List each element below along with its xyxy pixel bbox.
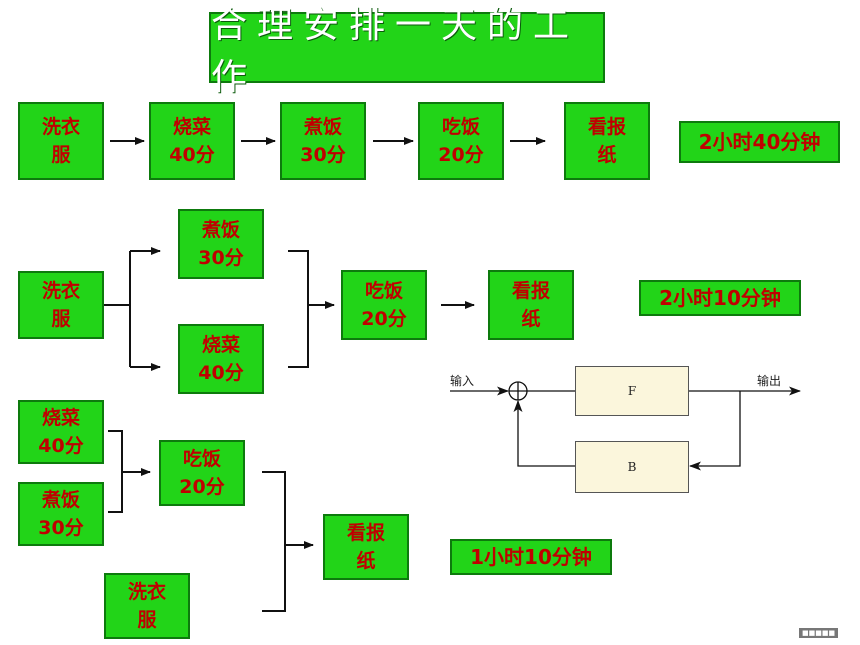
row2-split-bracket	[104, 251, 131, 367]
row3-total-time: 1小时10分钟	[450, 539, 612, 575]
row1-task-cook-rice: 煮饭 30分	[280, 102, 366, 180]
row1-total-time: 2小时40分钟	[679, 121, 840, 163]
row2-task-wash-clothes: 洗衣 服	[18, 271, 104, 339]
watermark-logo: ■■■■■	[799, 628, 839, 638]
row2-task-eat: 吃饭 20分	[341, 270, 427, 340]
row1-task-read-paper: 看报 纸	[564, 102, 650, 180]
fb-input-label: 输入	[450, 374, 475, 388]
fb-return-path	[517, 413, 575, 467]
row3-task-cook-rice: 煮饭 30分	[18, 482, 104, 546]
row3-task-read-paper: 看报 纸	[323, 514, 409, 580]
row2-join-bracket	[288, 250, 309, 368]
row2-task-cook-dish: 烧菜 40分	[178, 324, 264, 394]
row3-task-cook-dish: 烧菜 40分	[18, 400, 104, 464]
row1-task-eat: 吃饭 20分	[418, 102, 504, 180]
page-title: 合理安排一天的工作	[209, 5, 605, 98]
fb-feedback-block: B	[575, 441, 689, 493]
fb-feedback-path	[702, 391, 741, 467]
row2-task-read-paper: 看报 纸	[488, 270, 574, 340]
row2-task-cook-rice: 煮饭 30分	[178, 209, 264, 279]
row3-task-eat: 吃饭 20分	[159, 440, 245, 506]
row1-task-cook-dish: 烧菜 40分	[149, 102, 235, 180]
row2-total-time: 2小时10分钟	[639, 280, 801, 316]
row3-join-bracket	[108, 430, 123, 513]
fb-forward-block: F	[575, 366, 689, 416]
row3-merge-bracket	[262, 471, 286, 612]
row1-task-wash-clothes: 洗衣 服	[18, 102, 104, 180]
row3-task-wash-clothes: 洗衣 服	[104, 573, 190, 639]
fb-output-label: 输出	[757, 374, 782, 388]
